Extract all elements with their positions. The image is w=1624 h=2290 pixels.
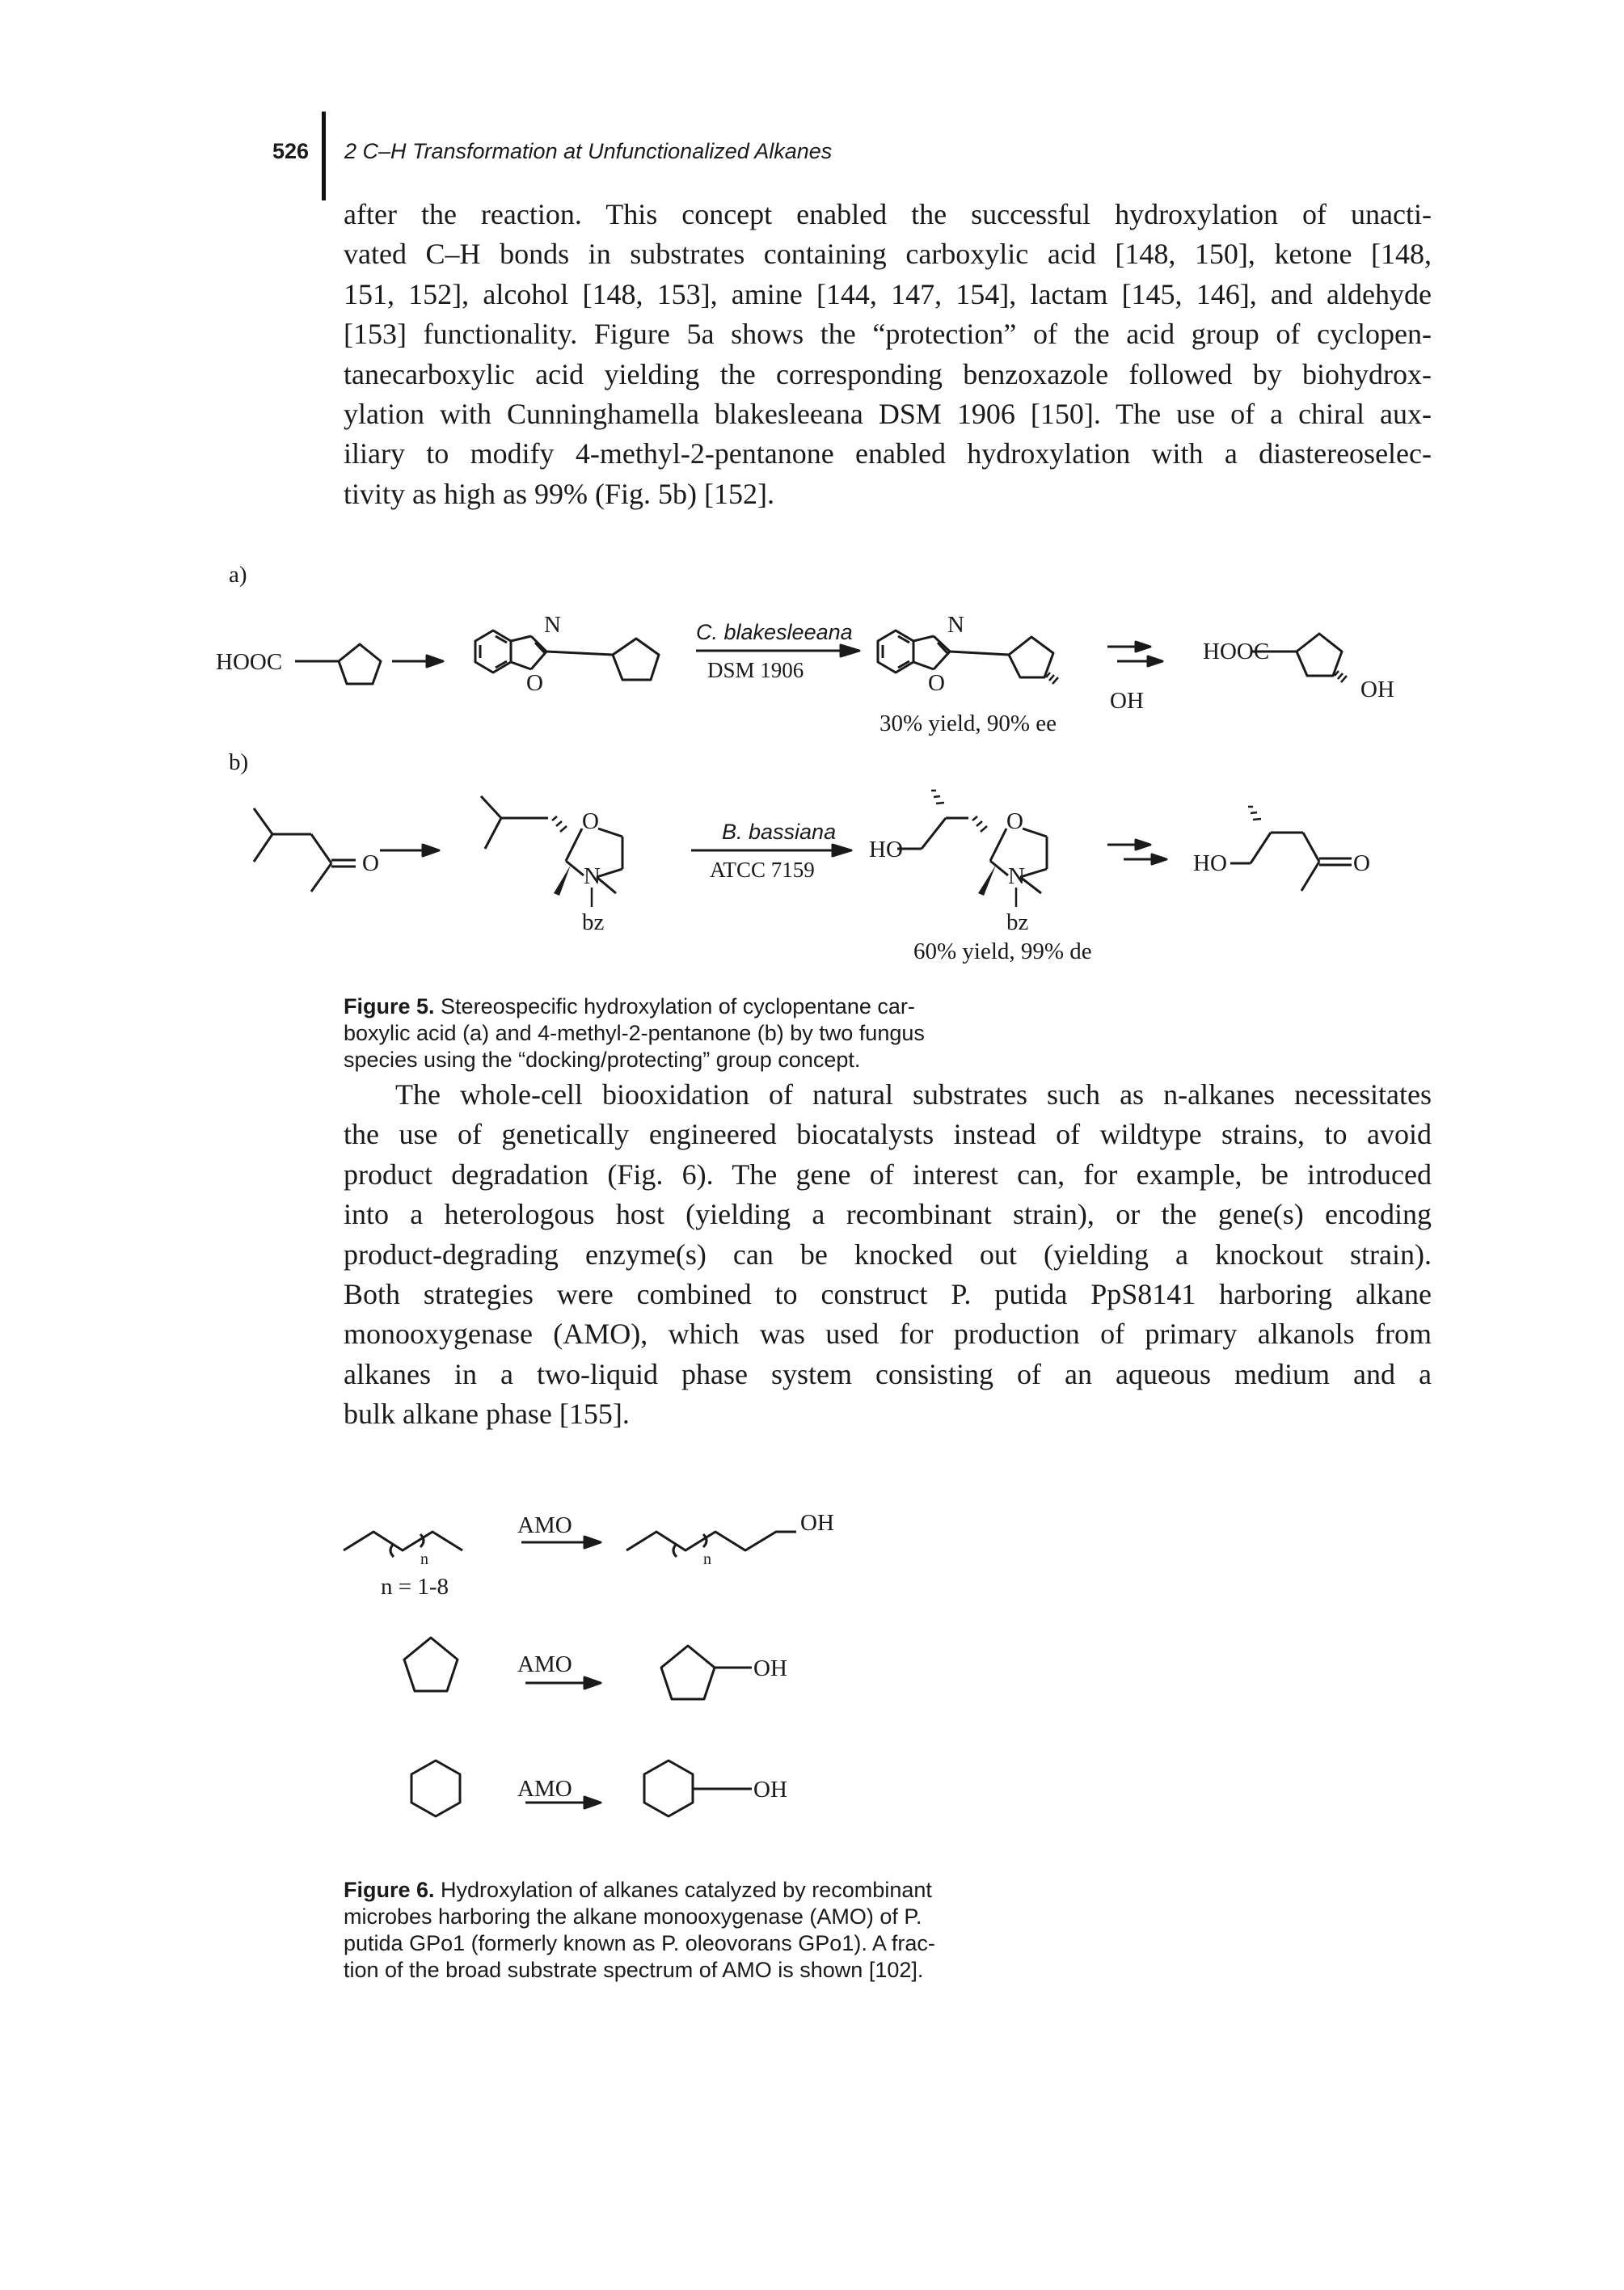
amo-label: AMO bbox=[517, 1776, 572, 1802]
n-label: N bbox=[584, 863, 601, 889]
text-line: into a heterologous host (yielding a rec… bbox=[344, 1198, 1432, 1231]
caption-line: boxylic acid (a) and 4-methyl-2-pentanon… bbox=[344, 1021, 925, 1045]
text-line: iliary to modify 4-methyl-2-pentanone en… bbox=[344, 437, 1432, 470]
yield-label: 60% yield, 99% de bbox=[913, 938, 1092, 964]
o-label: O bbox=[362, 850, 379, 876]
figure6-scheme: AMO AMO AMO OH OH OH n = 1-8 n n bbox=[343, 1510, 834, 1818]
n-subscript: n bbox=[420, 1550, 428, 1568]
oh-label: OH bbox=[753, 1777, 787, 1803]
n-range-label: n = 1-8 bbox=[381, 1574, 449, 1600]
figure5b-scheme: O O N bz HO O N bz HO O 60% yield, 99% d… bbox=[252, 789, 1370, 964]
text-line: product-degrading enzyme(s) can be knock… bbox=[344, 1238, 1432, 1271]
panel-a-label: a) bbox=[229, 562, 247, 588]
strain-label: ATCC 7159 bbox=[710, 858, 815, 882]
caption-line: tion of the broad substrate spectrum of … bbox=[344, 1958, 924, 1982]
text-line: ylation with Cunninghamella blakesleeana… bbox=[344, 398, 1432, 431]
text-line: bulk alkane phase [155]. bbox=[344, 1398, 630, 1431]
enzyme-label: C. blakesleeana bbox=[696, 620, 853, 644]
caption-text: Stereospecific hydroxylation of cyclopen… bbox=[441, 994, 915, 1018]
figure6-caption: Figure 6. Hydroxylation of alkanes catal… bbox=[344, 1877, 1039, 1984]
n-label: N bbox=[1008, 863, 1025, 889]
text-line: Both strategies were combined to constru… bbox=[344, 1278, 1432, 1311]
text-line: tanecarboxylic acid yielding the corresp… bbox=[344, 357, 1432, 390]
figure5-caption: Figure 5. Stereospecific hydroxylation o… bbox=[344, 993, 1039, 1073]
oh-label: OH bbox=[753, 1655, 787, 1681]
bz-label: bz bbox=[582, 909, 605, 935]
caption-text: Hydroxylation of alkanes catalyzed by re… bbox=[441, 1878, 932, 1902]
o-label: O bbox=[526, 670, 543, 696]
ho-label: HO bbox=[869, 837, 903, 862]
text-line: monooxygenase (AMO), which was used for … bbox=[344, 1318, 1432, 1351]
bz-label: bz bbox=[1006, 909, 1029, 935]
text-line: the use of genetically engineered biocat… bbox=[344, 1118, 1432, 1151]
o-label: O bbox=[1006, 808, 1023, 834]
caption-label: Figure 6. bbox=[344, 1878, 435, 1902]
running-header: 526 2 C–H Transformation at Unfunctional… bbox=[267, 112, 1479, 200]
caption-line: putida GPo1 (formerly known as P. oleovo… bbox=[344, 1931, 935, 1955]
amo-label: AMO bbox=[517, 1512, 572, 1538]
o-label: O bbox=[928, 670, 945, 696]
caption-line: Figure 6. Hydroxylation of alkanes catal… bbox=[344, 1877, 1039, 1904]
figure5a-scheme: HOOC N O N O OH HOOC OH 30% yield, 90% e… bbox=[216, 612, 1394, 736]
n-subscript: n bbox=[703, 1550, 711, 1568]
o-label: O bbox=[582, 808, 599, 834]
n-label: N bbox=[544, 612, 561, 638]
text-line: after the reaction. This concept enabled… bbox=[344, 198, 1432, 230]
o-label: O bbox=[1353, 850, 1370, 876]
text-line: vated C–H bonds in substrates containing… bbox=[344, 238, 1432, 271]
text-line: product degradation (Fig. 6). The gene o… bbox=[344, 1158, 1432, 1191]
running-title: 2 C–H Transformation at Unfunctionalized… bbox=[344, 139, 833, 163]
caption-line: microbes harboring the alkane monooxygen… bbox=[344, 1904, 922, 1929]
amo-label: AMO bbox=[517, 1651, 572, 1677]
oh-label: OH bbox=[1110, 688, 1144, 714]
header-rule bbox=[322, 112, 326, 200]
oh-label: OH bbox=[800, 1510, 834, 1536]
text-line: 151, 152], alcohol [148, 153], amine [14… bbox=[344, 277, 1432, 310]
caption-line: species using the “docking/protecting” g… bbox=[344, 1048, 861, 1072]
strain-label: DSM 1906 bbox=[707, 658, 804, 682]
oh-label: OH bbox=[1360, 677, 1394, 702]
enzyme-label: B. bassiana bbox=[722, 820, 836, 844]
n-label: N bbox=[947, 612, 964, 638]
hooc-label: HOOC bbox=[1203, 639, 1269, 664]
yield-label: 30% yield, 90% ee bbox=[879, 711, 1057, 736]
text-line: alkanes in a two-liquid phase system con… bbox=[344, 1357, 1432, 1390]
paragraph-2: The whole-cell biooxidation of natural s… bbox=[344, 1075, 1432, 1435]
text-line: tivity as high as 99% (Fig. 5b) [152]. bbox=[344, 477, 774, 510]
hooc-label: HOOC bbox=[216, 649, 282, 675]
paragraph-1: after the reaction. This concept enabled… bbox=[344, 195, 1432, 514]
caption-line: Figure 5. Stereospecific hydroxylation o… bbox=[344, 993, 1039, 1020]
text-line: The whole-cell biooxidation of natural s… bbox=[395, 1078, 1432, 1111]
page-number: 526 bbox=[272, 139, 309, 163]
text-line: [153] functionality. Figure 5a shows the… bbox=[344, 318, 1432, 351]
panel-b-label: b) bbox=[229, 749, 249, 775]
ho-label: HO bbox=[1193, 850, 1227, 876]
caption-label: Figure 5. bbox=[344, 994, 435, 1018]
